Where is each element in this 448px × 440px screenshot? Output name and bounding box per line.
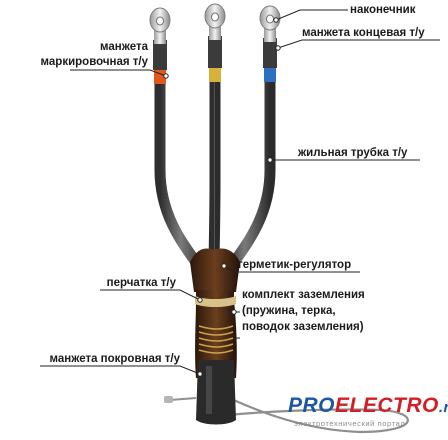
marker-sleeve-middle (209, 68, 221, 82)
brand-subtitle: электротехнический портал (294, 419, 406, 428)
ground-wire-lug (164, 396, 173, 403)
end-sleeve-right (263, 38, 277, 68)
outer-sleeve-shine (206, 366, 212, 414)
glove-fingers (190, 248, 240, 292)
leader-lines (40, 9, 440, 375)
marker-sleeve-right (264, 68, 276, 82)
core-left (154, 54, 212, 282)
brand-logo: PROELECTRO.ru электротехнический портал (288, 394, 448, 435)
ground-wire-end (169, 397, 197, 401)
lug-middle (204, 3, 226, 40)
brand-part-electro: ELECTRO (335, 394, 439, 417)
label-ground-kit-1: комплект заземления (242, 289, 365, 301)
marker-sleeve-left (154, 70, 166, 84)
end-sleeve-middle (208, 36, 222, 68)
brand-part-pro: PRO (288, 394, 336, 417)
label-outer-sleeve: манжета покровная т/у (49, 353, 180, 365)
brand-part-ru: .ru (438, 399, 448, 416)
lug-left (149, 7, 171, 44)
label-ground-kit-3: поводок заземления) (242, 321, 364, 333)
lug-right (259, 5, 281, 42)
label-ground-kit-2: (пружина, терка, (242, 305, 336, 317)
sealant-band (195, 296, 236, 307)
ground-kit-spring (198, 325, 234, 354)
brand-wordmark: PROELECTRO.ru (288, 394, 448, 419)
end-sleeve-left (153, 40, 167, 70)
label-end-sleeve: манжета концевая т/у (302, 27, 425, 39)
leader-dots (163, 17, 281, 377)
core-right (218, 52, 276, 282)
label-marker-sleeve-2: маркировочная т/у (40, 56, 148, 68)
ground-wire (215, 391, 409, 434)
label-lug: наконечник (350, 4, 416, 16)
outer-sleeve (196, 360, 236, 425)
label-marker-sleeve-1: манжета (100, 41, 148, 53)
label-glove: перчатка т/у (106, 277, 176, 289)
core-middle (208, 44, 221, 278)
label-core-tube: жильная трубка т/у (298, 147, 408, 159)
label-sealant: герметик-регулятор (238, 259, 352, 271)
glove-body (195, 290, 237, 378)
